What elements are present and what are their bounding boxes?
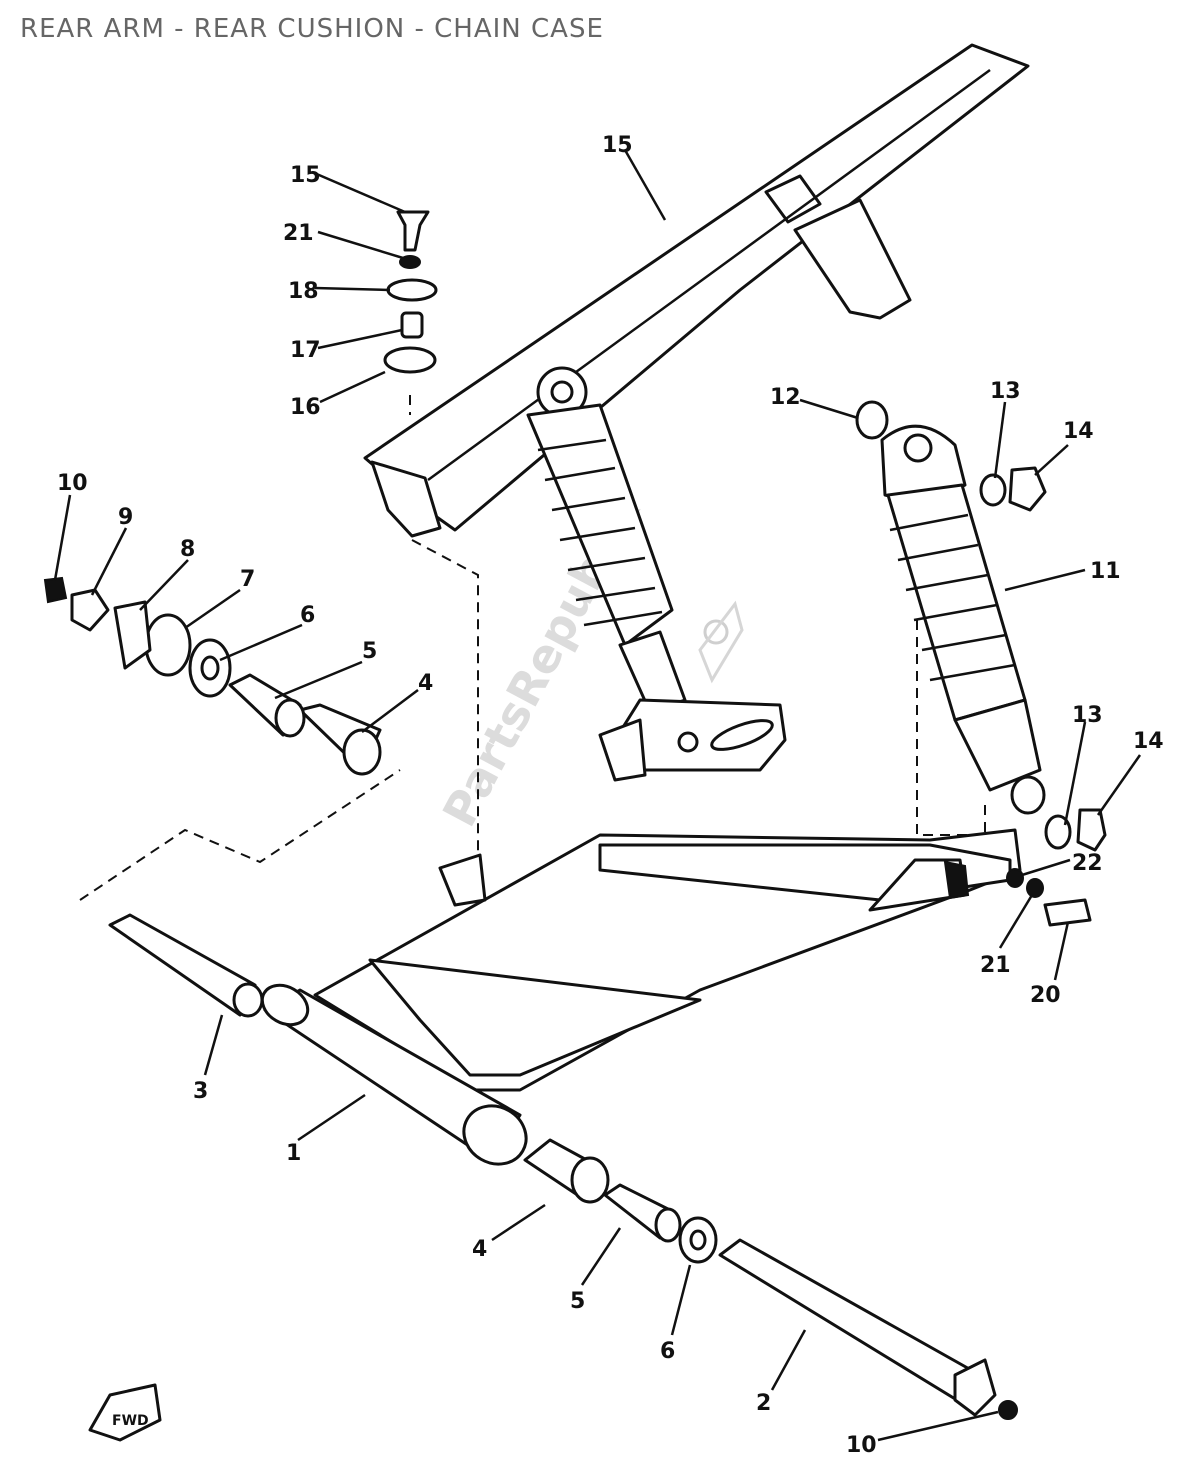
callout-label: 12: [770, 385, 801, 410]
collar-3: [108, 913, 264, 1018]
forward-mark-text: FWD: [112, 1413, 149, 1429]
callout-label: 13: [1072, 703, 1103, 728]
callout-label: 2: [756, 1391, 771, 1416]
callout-label: 6: [660, 1339, 675, 1364]
chain-case: [363, 43, 1030, 538]
callout-label: 16: [290, 395, 321, 420]
callout-leaders: [53, 149, 1142, 1442]
callout-label: 9: [118, 505, 133, 530]
callout-label: 4: [418, 671, 433, 696]
callout-label: 7: [240, 567, 255, 592]
forward-direction-icon: FWD: [88, 1383, 162, 1442]
callout-label: 15: [290, 163, 321, 188]
callout-label: 3: [193, 1079, 208, 1104]
callout-label: 18: [288, 279, 319, 304]
callout-label: 14: [1063, 419, 1094, 444]
callout-label: 15: [602, 133, 633, 158]
callout-label: 4: [472, 1237, 487, 1262]
watermark-gear-icon: [698, 600, 744, 684]
callout-label: 10: [846, 1433, 877, 1458]
callout-label: 21: [283, 221, 314, 246]
callout-label: 14: [1133, 729, 1164, 754]
callout-label: 10: [57, 471, 88, 496]
callout-label: 21: [980, 953, 1011, 978]
rear-arm: [260, 718, 1022, 1166]
callout-label: 11: [1090, 559, 1121, 584]
callout-label: 13: [990, 379, 1021, 404]
callout-label: 5: [362, 639, 377, 664]
callout-label: 6: [300, 603, 315, 628]
mounting-bolt-stack: [383, 210, 438, 374]
callout-labels: 15 21 18 17 16 15 12 13 14 11 13 14 22 2…: [57, 133, 1164, 1458]
rear-cushion-left: [526, 366, 787, 772]
callout-label: 8: [180, 537, 195, 562]
pivot-hardware-left: [43, 576, 382, 776]
callout-label: 5: [570, 1289, 585, 1314]
callout-label: 22: [1072, 851, 1103, 876]
diagram-title: REAR ARM - REAR CUSHION - CHAIN CASE: [20, 14, 604, 44]
callout-label: 17: [290, 338, 321, 363]
cushion-hardware-right: [855, 400, 1107, 927]
pivot-hardware-right: [523, 1138, 1018, 1420]
callout-label: 1: [286, 1141, 301, 1166]
rear-cushion-right: [880, 424, 1046, 815]
callout-label: 20: [1030, 983, 1061, 1008]
